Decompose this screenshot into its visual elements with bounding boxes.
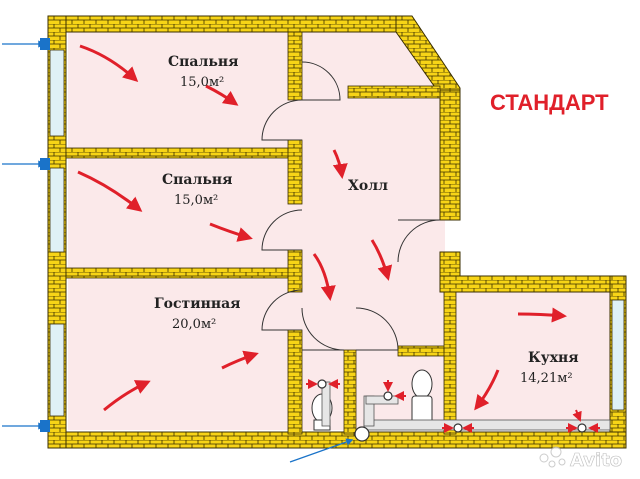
room-name-living: Гостинная [154, 296, 241, 312]
airflow-arrows [77, 44, 567, 412]
room-area-bedroom-2: 15,0м² [174, 193, 218, 208]
airflow-arrow-icon [103, 380, 151, 412]
airflow-arrow-icon [332, 149, 348, 179]
airflow-arrow-icon [474, 369, 500, 411]
airflow-arrow-icon [205, 84, 239, 106]
floor-area [68, 30, 610, 430]
airflow-arrow-icon [221, 350, 259, 370]
plan-title: СТАНДАРТ [490, 90, 609, 115]
doors [261, 61, 441, 351]
room-labels: Спальня 15,0м² Спальня 15,0м² Холл Гости… [154, 54, 579, 386]
room-name-bedroom-1: Спальня [168, 54, 238, 70]
airflow-arrow-icon [312, 253, 336, 301]
room-area-bedroom-1: 15,0м² [180, 75, 224, 90]
room-area-kitchen: 14,21м² [520, 371, 573, 386]
airflow-arrow-icon [517, 307, 567, 323]
interior-walls [65, 31, 457, 435]
watermark: Avito [539, 446, 622, 471]
room-name-hall: Холл [348, 178, 388, 194]
airflow-arrow-icon [79, 44, 139, 83]
toilet-icon [411, 369, 433, 429]
bathroom-fixtures [311, 369, 611, 442]
airflow-arrow-icon [370, 239, 393, 281]
room-name-bedroom-2: Спальня [162, 172, 232, 188]
room-name-kitchen: Кухня [528, 350, 579, 366]
avito-logo-icon [539, 446, 566, 468]
vent-arrows [306, 379, 600, 433]
outside-airflow [2, 38, 354, 463]
airflow-arrow-icon [209, 222, 253, 242]
windows [49, 49, 625, 417]
watermark-text: Avito [570, 450, 622, 471]
room-area-living: 20,0м² [172, 317, 216, 332]
airflow-arrow-icon [77, 170, 143, 212]
